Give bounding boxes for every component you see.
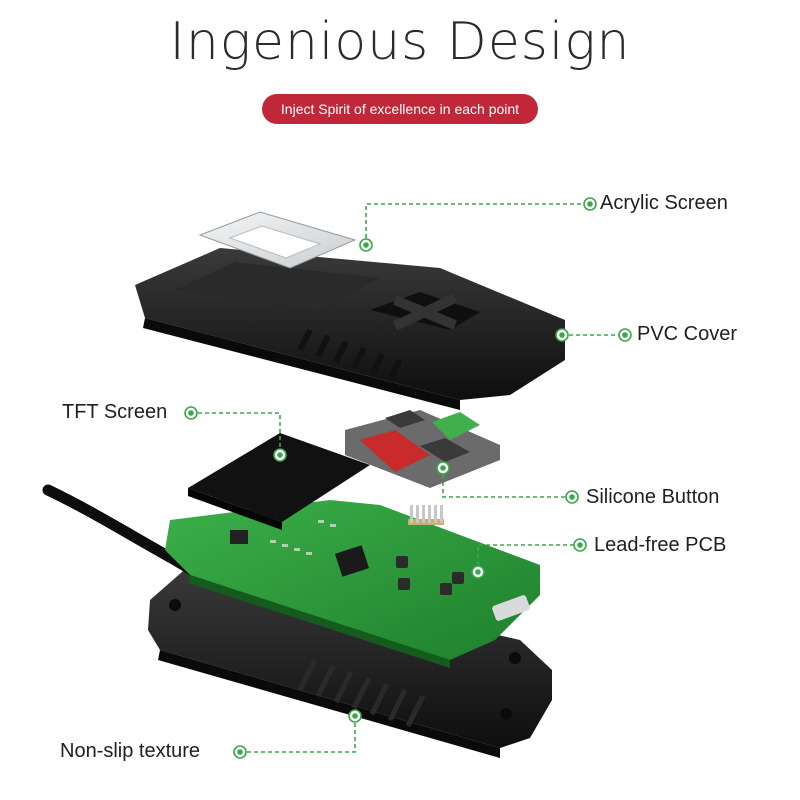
callout-dots <box>184 197 632 759</box>
acrylic-screen-part <box>198 211 357 269</box>
label-tft-screen: TFT Screen <box>62 401 168 423</box>
pvc-cover <box>135 248 565 410</box>
label-silicone-button: Silicone Button <box>586 486 720 508</box>
page-title: Ingenious Design <box>169 12 631 72</box>
tft-screen-part <box>188 433 370 530</box>
callout-lines <box>191 203 625 753</box>
pcb-board <box>165 500 540 668</box>
label-acrylic-screen: Acrylic Screen <box>600 192 728 214</box>
bottom-housing <box>148 565 552 758</box>
silicone-button-part <box>345 410 500 488</box>
label-pvc-cover: PVC Cover <box>637 323 738 345</box>
label-non-slip-texture: Non-slip texture <box>60 740 201 762</box>
subtitle-badge: Inject Spirit of excellence in each poin… <box>262 94 538 124</box>
cable <box>42 484 206 581</box>
label-lead-free-pcb: Lead-free PCB <box>594 534 727 556</box>
